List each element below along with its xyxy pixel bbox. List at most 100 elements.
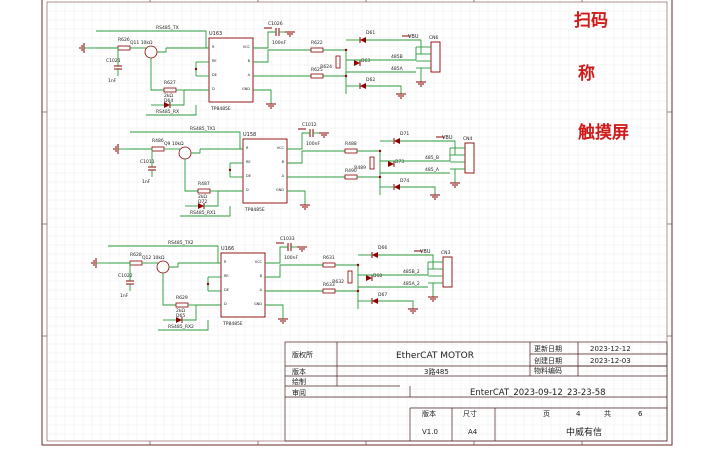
tb-company-label: 版权所 xyxy=(292,350,313,359)
wire xyxy=(253,89,272,104)
resistor-value: 2kΩ xyxy=(176,308,185,314)
diode-ref: D61 xyxy=(366,30,375,36)
diode-ref: D72 xyxy=(198,199,207,205)
wire xyxy=(287,190,306,205)
net-label-b: 485B xyxy=(391,54,403,60)
wire xyxy=(287,150,345,164)
ic-ref: U158 xyxy=(243,132,256,138)
capacitor-ref: C1026 xyxy=(268,21,283,27)
net-label-power: VBU xyxy=(408,34,419,40)
tb-rev: V1.0 xyxy=(422,428,438,436)
diode-ref: D65 xyxy=(176,313,185,319)
title-block: 版权所 EtherCAT MOTOR 版本 3路485 绘制 审阅 EnterC… xyxy=(284,341,668,442)
ic-pin-name: R xyxy=(212,45,215,49)
transistor xyxy=(178,146,192,160)
resistor xyxy=(347,270,353,284)
tb-update-date: 2023-12-12 xyxy=(590,345,631,353)
resistor-ref: R490 xyxy=(345,168,357,174)
resistor-ref: R488 xyxy=(345,141,357,147)
ic-pin-name: VCC xyxy=(243,45,251,49)
ic-pin-name: VCC xyxy=(255,260,263,264)
capacitor-ref: C1012 xyxy=(302,122,317,128)
resistor xyxy=(322,262,336,268)
wire xyxy=(204,191,219,207)
wire xyxy=(265,304,284,319)
rs485-circuit-scanner: U163TP8485ERREDEDVCCBAGNDRS485_TXR626Q11… xyxy=(79,21,441,116)
resistor xyxy=(151,146,165,152)
diode-ref: D64 xyxy=(164,98,173,104)
net-label-rx: RS485_RX2 xyxy=(168,324,194,330)
diode-ref: D73 xyxy=(395,159,404,165)
wire xyxy=(108,245,219,263)
resistor xyxy=(344,148,358,154)
tb-total: 6 xyxy=(638,410,643,418)
note-touch: 触摸屏 xyxy=(577,122,629,143)
wire xyxy=(420,254,434,269)
ic-pin-name: D xyxy=(246,188,249,192)
ic-pin-name: R xyxy=(246,146,249,150)
capacitor-ref: C1022 xyxy=(118,273,133,279)
resistor-ref: R624 xyxy=(320,64,332,70)
wire xyxy=(425,186,436,195)
wire xyxy=(408,39,422,54)
net-label-a: 485_A xyxy=(425,167,440,173)
diode-ref: D66 xyxy=(378,245,387,251)
wire xyxy=(265,264,323,278)
wire xyxy=(253,31,276,49)
ic-pin-name: B xyxy=(260,274,263,278)
ic-body xyxy=(208,37,254,103)
border-ticks xyxy=(42,0,672,445)
tb-create-label: 创建日期 xyxy=(534,356,562,365)
note-scale: 称 xyxy=(578,63,595,84)
resistor xyxy=(163,87,177,93)
resistor-ref: R625 xyxy=(311,67,323,73)
ic-pin-name: GND xyxy=(276,188,284,192)
tb-page: 4 xyxy=(576,410,581,418)
resistor-value: 2kΩ xyxy=(198,194,207,200)
tb-rev-label: 版本 xyxy=(422,409,436,418)
transistor-ref: Q9 10kΩ xyxy=(164,141,184,147)
wire xyxy=(253,49,311,63)
connector-ref: CN4 xyxy=(463,136,473,142)
ic-pin-name: A xyxy=(282,174,285,178)
diode xyxy=(360,83,366,89)
wire xyxy=(170,90,185,106)
tb-total-label: 共 xyxy=(604,409,611,418)
diode xyxy=(176,317,182,323)
ic-pin-name: D xyxy=(224,302,227,306)
ic-pin-name: D xyxy=(212,87,215,91)
ic-pin-name: VCC xyxy=(277,146,285,150)
resistor-ref: R626 xyxy=(118,37,130,43)
tb-org: 中威有信 xyxy=(566,426,602,438)
resistor-ref: R633 xyxy=(323,282,335,288)
wire xyxy=(403,300,414,309)
tb-file-name: EnterCAT_2023-09-12_23-23-58 xyxy=(470,388,606,398)
wire xyxy=(96,30,207,48)
net-label-power: VBU xyxy=(442,135,453,141)
diode xyxy=(372,298,378,304)
ic-part: TP8485E xyxy=(210,106,231,112)
ic-ref: U166 xyxy=(221,246,234,252)
junction-dot xyxy=(194,67,198,71)
junction-dot xyxy=(206,282,210,286)
resistor-ref: R631 xyxy=(323,255,335,261)
resistor-value: 2kΩ xyxy=(164,93,173,99)
junction-dot xyxy=(356,263,360,267)
capacitor-ref: C1021 xyxy=(106,58,121,64)
tb-update-label: 更新日期 xyxy=(534,344,562,353)
wire xyxy=(180,206,231,217)
wire xyxy=(391,85,402,94)
resistor xyxy=(335,55,341,69)
net-label-tx: RS485_TX1 xyxy=(190,126,216,132)
resistor-ref: R632 xyxy=(332,279,344,285)
ic-pin-name: DE xyxy=(212,73,217,77)
wire xyxy=(146,105,197,116)
connector-body xyxy=(464,142,475,174)
ic-pin-name: R xyxy=(224,260,227,264)
ic-pin-name: RE xyxy=(212,59,217,63)
capacitor-value: 1nF xyxy=(108,78,117,84)
capacitor-value: 100nF xyxy=(284,255,298,261)
diode-ref: D71 xyxy=(400,131,409,137)
diode xyxy=(394,184,400,190)
